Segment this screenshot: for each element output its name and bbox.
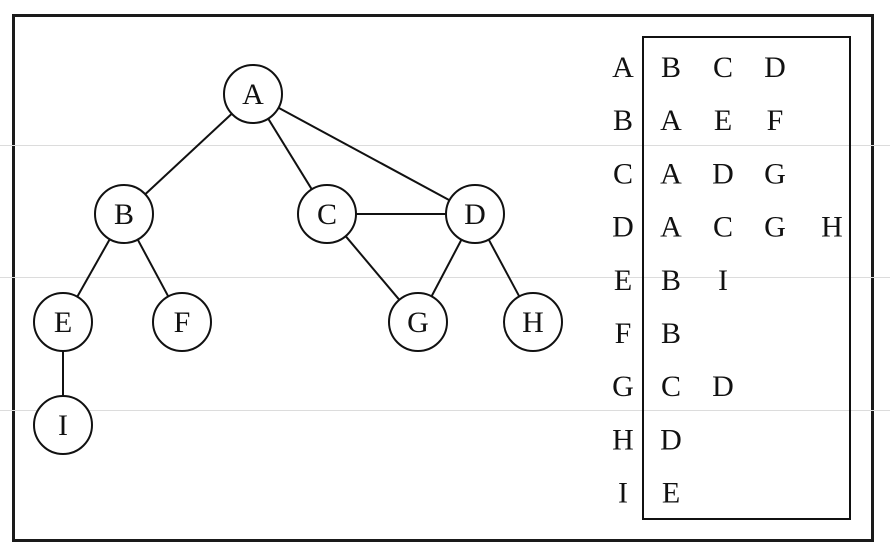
edge-a-b	[144, 113, 233, 195]
adjacency-neighbor: C	[713, 211, 733, 244]
node-circle	[94, 184, 154, 244]
adjacency-vertex: H	[612, 423, 634, 456]
node-circle	[297, 184, 357, 244]
node-label: G	[407, 306, 429, 339]
node-circle	[503, 292, 563, 352]
adjacency-neighbor: D	[712, 370, 734, 403]
adjacency-neighbor: B	[661, 317, 681, 350]
adjacency-neighbor: D	[764, 51, 786, 84]
node-a: A	[223, 64, 283, 124]
node-d: D	[445, 184, 505, 244]
node-h: H	[503, 292, 563, 352]
adjacency-neighbor: D	[712, 157, 734, 190]
edge-a-c	[267, 118, 313, 190]
adjacency-neighbor: A	[660, 211, 682, 244]
edge-b-f	[136, 239, 170, 297]
adjacency-vertex: E	[614, 264, 632, 297]
adjacency-vertex: B	[613, 104, 633, 137]
adjacency-vertex: D	[612, 211, 634, 244]
edge-d-h	[487, 239, 521, 297]
scan-line	[0, 277, 890, 278]
node-label: B	[114, 198, 134, 231]
edge-d-g	[430, 239, 463, 297]
adjacency-neighbor: B	[661, 264, 681, 297]
node-i: I	[33, 395, 93, 455]
adjacency-neighbor: B	[661, 51, 681, 84]
node-label: A	[242, 78, 264, 111]
node-label: D	[464, 198, 486, 231]
node-f: F	[152, 292, 212, 352]
adjacency-neighbor: G	[764, 157, 786, 190]
node-circle	[388, 292, 448, 352]
graph-nodes: A B C D E F G H I	[33, 64, 563, 455]
node-circle	[445, 184, 505, 244]
node-label: C	[317, 198, 337, 231]
adjacency-vertex: A	[612, 51, 634, 84]
adjacency-vertex: C	[613, 157, 633, 190]
adjacency-neighbor: D	[660, 423, 682, 456]
adjacency-neighbor: A	[660, 157, 682, 190]
node-circle	[223, 64, 283, 124]
adjacency-neighbor: G	[764, 211, 786, 244]
adjacency-neighbor: F	[767, 104, 784, 137]
node-e: E	[33, 292, 93, 352]
adjacency-vertex: G	[612, 370, 634, 403]
edge-a-d	[278, 106, 450, 202]
node-g: G	[388, 292, 448, 352]
node-circle	[33, 395, 93, 455]
scan-line	[0, 410, 890, 411]
adjacency-neighbor: C	[661, 370, 681, 403]
edge-b-e	[76, 238, 111, 298]
node-label: F	[174, 306, 191, 339]
edge-c-g	[344, 235, 401, 301]
node-label: E	[54, 306, 72, 339]
node-b: B	[94, 184, 154, 244]
adjacency-vertex: I	[618, 477, 628, 510]
adjacency-neighbor: I	[718, 264, 728, 297]
adjacency-neighbor: A	[660, 104, 682, 137]
scan-line	[0, 145, 890, 146]
node-c: C	[297, 184, 357, 244]
adjacency-neighbor: C	[713, 51, 733, 84]
graph-edges	[62, 106, 521, 396]
node-circle	[152, 292, 212, 352]
outer-frame	[12, 14, 874, 542]
adjacency-neighbor: E	[714, 104, 732, 137]
adjacency-neighbor: E	[662, 477, 680, 510]
node-label: I	[58, 409, 68, 442]
node-label: H	[522, 306, 544, 339]
adjacency-neighbor: H	[821, 211, 843, 244]
adjacency-list-box	[642, 36, 851, 520]
adjacency-vertex: F	[615, 317, 632, 350]
node-circle	[33, 292, 93, 352]
